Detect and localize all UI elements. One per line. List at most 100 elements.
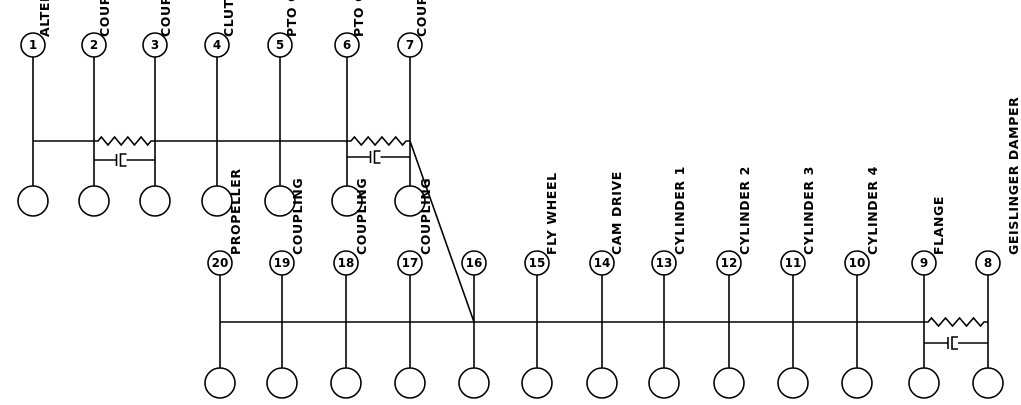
element-label: COUPLING <box>354 178 369 255</box>
element-number: 16 <box>466 256 483 270</box>
element-number: 13 <box>656 256 673 270</box>
element-label: CYLINDER 3 <box>801 166 816 255</box>
element-11: 11 <box>777 250 809 399</box>
inertia-disc <box>201 185 233 217</box>
inertia-disc <box>521 367 553 399</box>
element-label: COUPLING <box>414 0 429 37</box>
damper-icon <box>373 150 381 164</box>
element-12: 12 <box>713 250 745 399</box>
inertia-disc <box>841 367 873 399</box>
element-5: 5 <box>264 32 296 217</box>
element-number-circle <box>20 32 46 58</box>
element-number-circle <box>461 250 487 276</box>
spring-icon <box>94 135 155 147</box>
element-number: 7 <box>406 38 414 52</box>
spring-damper <box>94 135 155 167</box>
element-number-circle <box>207 250 233 276</box>
shaft-segment <box>409 140 475 323</box>
element-number: 8 <box>984 256 992 270</box>
inertia-disc <box>17 185 49 217</box>
element-17: 17 <box>394 250 426 399</box>
element-number: 18 <box>338 256 355 270</box>
element-16: 16 <box>458 250 490 399</box>
element-label: PTO GEAR <box>351 0 366 37</box>
element-number: 4 <box>213 38 221 52</box>
element-10: 10 <box>841 250 873 399</box>
element-number-circle <box>911 250 937 276</box>
inertia-disc <box>330 367 362 399</box>
element-15: 15 <box>521 250 553 399</box>
element-number: 12 <box>721 256 738 270</box>
element-number-circle <box>81 32 107 58</box>
spring-icon <box>924 316 988 328</box>
spring-damper <box>347 135 410 164</box>
element-4: 4 <box>201 32 233 217</box>
element-number: 15 <box>529 256 546 270</box>
element-20: 20 <box>204 250 236 399</box>
shafts <box>33 140 924 323</box>
element-label: COUPLING + ALT. <box>97 0 112 37</box>
element-number: 11 <box>785 256 802 270</box>
inertia-disc <box>78 185 110 217</box>
element-number: 17 <box>402 256 419 270</box>
element-number: 5 <box>276 38 284 52</box>
element-6: 6 <box>331 32 363 217</box>
inertia-disc <box>777 367 809 399</box>
spring-icon <box>347 135 410 147</box>
element-label: CAM DRIVE <box>609 171 624 255</box>
element-14: 14 <box>586 250 618 399</box>
inertia-disc <box>713 367 745 399</box>
element-number-circle <box>716 250 742 276</box>
element-number: 6 <box>343 38 351 52</box>
element-number-circle <box>204 32 230 58</box>
element-2: 2 <box>78 32 110 217</box>
element-label: COUPLING <box>418 178 433 255</box>
inertia-disc <box>972 367 1004 399</box>
element-label: CYLINDER 4 <box>865 166 880 255</box>
element-7: 7 <box>394 32 426 217</box>
element-number: 20 <box>212 256 229 270</box>
element-number-circle <box>844 250 870 276</box>
element-label: CLUTCH <box>221 0 236 37</box>
inertia-disc <box>648 367 680 399</box>
inertia-disc <box>908 367 940 399</box>
element-number-circle <box>333 250 359 276</box>
inertia-disc <box>586 367 618 399</box>
inertia-disc <box>139 185 171 217</box>
element-label: PROPELLER <box>228 168 243 255</box>
element-number-circle <box>589 250 615 276</box>
element-1: 1 <box>17 32 49 217</box>
element-label: COUPLING <box>290 178 305 255</box>
element-label: FLANGE <box>931 196 946 255</box>
inertia-disc <box>204 367 236 399</box>
element-9: 9 <box>908 250 940 399</box>
inertia-disc <box>331 185 363 217</box>
element-3: 3 <box>139 32 171 217</box>
element-label: GEISLINGER DAMPER <box>1006 97 1021 255</box>
element-number: 2 <box>90 38 98 52</box>
element-number: 10 <box>849 256 866 270</box>
element-number-circle <box>397 32 423 58</box>
damper-icon <box>951 336 958 350</box>
inertia-disc <box>266 367 298 399</box>
element-13: 13 <box>648 250 680 399</box>
element-label: COUPLING <box>158 0 173 37</box>
element-number-circle <box>334 32 360 58</box>
element-label: CYLINDER 2 <box>737 166 752 255</box>
spring-dampers <box>94 135 988 350</box>
element-label: FLY WHEEL <box>544 172 559 255</box>
element-number: 1 <box>29 38 37 52</box>
damper-icon <box>119 153 127 167</box>
element-number-circle <box>269 250 295 276</box>
element-8: 8 <box>972 250 1004 399</box>
inertia-disc <box>458 367 490 399</box>
inertia-disc <box>394 185 426 217</box>
element-number-circle <box>975 250 1001 276</box>
element-19: 19 <box>266 250 298 399</box>
element-number-circle <box>142 32 168 58</box>
element-labels: ALTERATORCOUPLING + ALT.COUPLINGCLUTCHPT… <box>37 0 1021 255</box>
element-number-circle <box>524 250 550 276</box>
spring-damper <box>924 316 988 350</box>
